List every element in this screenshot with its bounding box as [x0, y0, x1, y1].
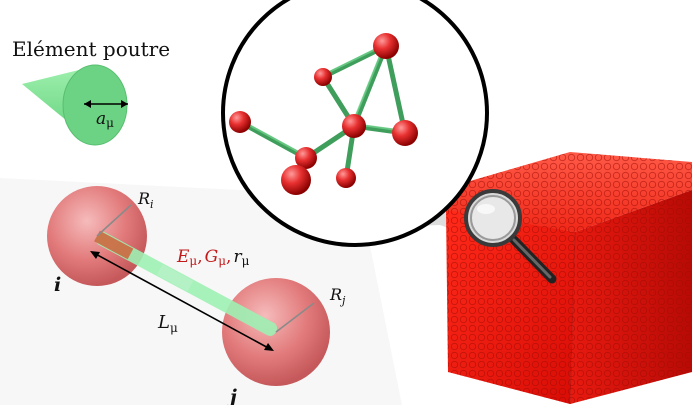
lattice-node — [373, 33, 399, 59]
beam-properties-label: Eμ,Gμ,rμ — [176, 247, 250, 268]
beam-element-illustration — [22, 64, 128, 146]
node-j-label: j — [226, 386, 237, 405]
magnifier-icon — [464, 189, 557, 284]
radius-j-line — [275, 302, 315, 333]
lattice-node — [314, 68, 332, 86]
lattice-node — [295, 147, 317, 169]
bond-beam — [94, 230, 278, 336]
lattice-node — [392, 120, 418, 146]
lattice-node — [342, 114, 366, 138]
node-i-label: i — [54, 274, 61, 296]
lattice-network — [229, 33, 418, 195]
zoom-circle — [221, 0, 489, 247]
lattice-node — [229, 111, 251, 133]
beam-radius-label: aμ — [96, 109, 114, 130]
particle-cube — [446, 152, 692, 405]
length-arrow — [91, 251, 273, 351]
lattice-node — [281, 165, 311, 195]
length-label: Lμ — [157, 312, 178, 335]
radius-i-line — [96, 204, 132, 237]
radius-i-label: Ri — [137, 189, 154, 211]
radius-j-label: Rj — [329, 285, 346, 307]
lattice-node — [336, 168, 356, 188]
beam-element-title: Elément poutre — [12, 37, 170, 61]
particle-pair-illustration — [47, 186, 330, 386]
